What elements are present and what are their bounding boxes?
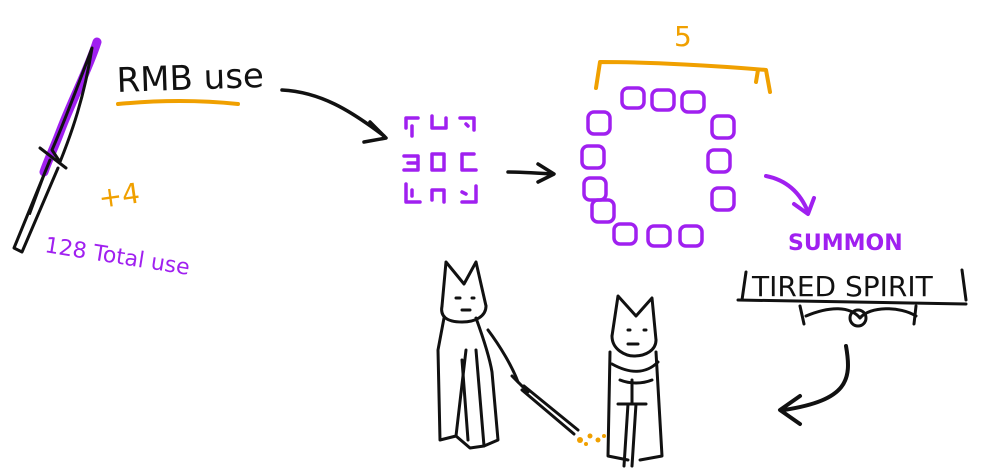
spark-dots: [577, 433, 606, 446]
count-5-label: 5: [674, 20, 692, 53]
entity-name-label: TIRED SPIRIT: [751, 270, 934, 303]
total-use-label: 128 Total use: [43, 233, 191, 281]
summon-label: SUMMON: [788, 231, 903, 256]
arrow-to-summon: [764, 174, 816, 216]
rmb-use-label: RMB use: [116, 56, 265, 101]
small-block-ring-icon: [402, 114, 478, 204]
player-figure: [606, 294, 664, 468]
large-block-ring-icon: [580, 86, 736, 248]
bracket-tick: [754, 68, 760, 84]
entity-banner: [736, 268, 968, 328]
plus-count-label: +4: [96, 177, 141, 215]
count-bracket: [594, 60, 772, 94]
arrow-to-big-ring: [506, 162, 556, 184]
tired-spirit-figure: [436, 260, 580, 450]
arrow-to-small-ring: [280, 88, 388, 144]
arrow-to-figures: [778, 344, 850, 426]
dagger-icon: [12, 37, 102, 254]
rmb-use-underline: [116, 99, 240, 106]
